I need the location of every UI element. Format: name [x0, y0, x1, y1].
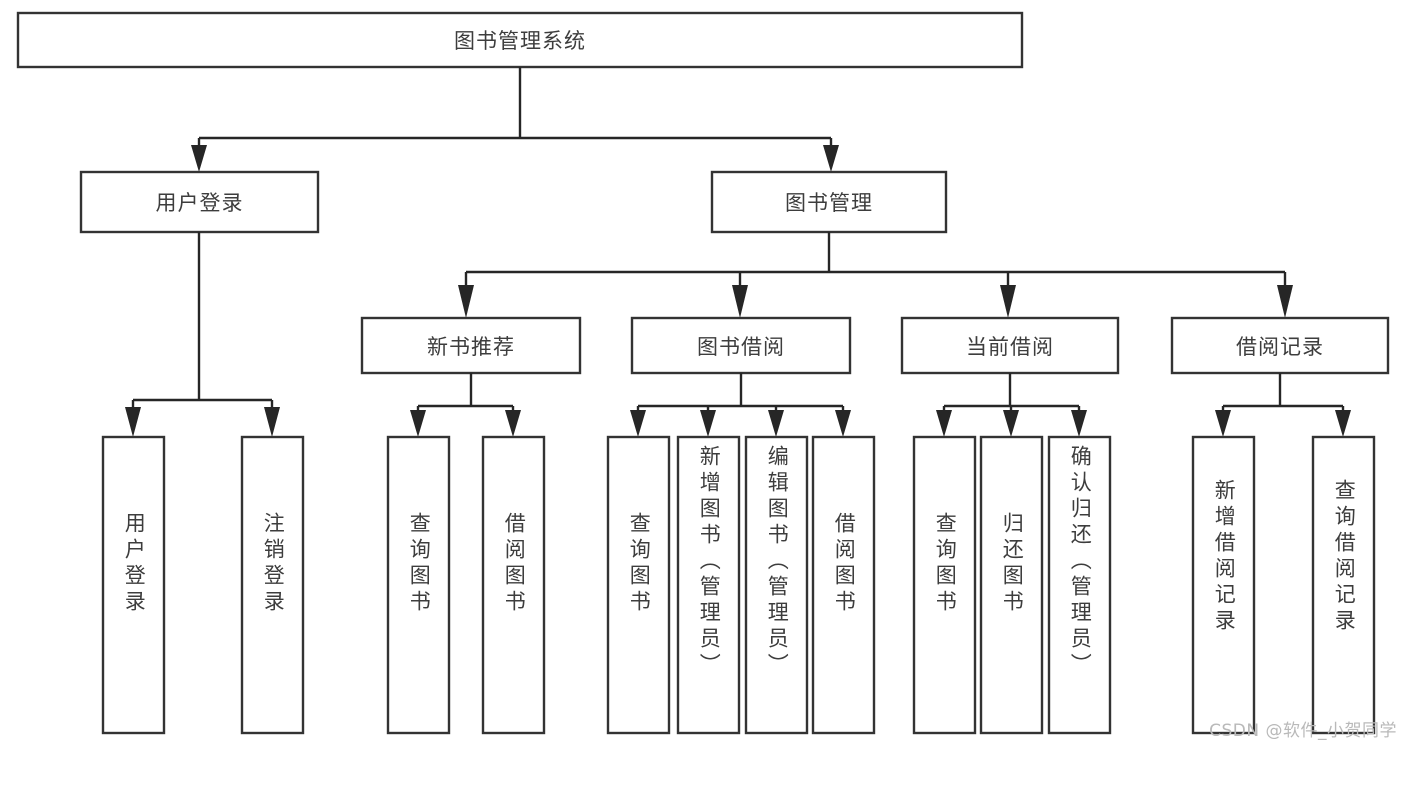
leaf-box-book-borrow-2[interactable] — [744, 435, 809, 735]
arrow-bookborrow-leaf-2 — [700, 410, 716, 437]
arrow-to-user-login — [191, 145, 207, 172]
arrow-borrowrecord-leaf-2 — [1335, 410, 1351, 437]
arrow-bookborrow-leaf-4 — [835, 410, 851, 437]
arrow-to-book-borrow — [732, 285, 748, 318]
arrow-userlogin-leaf-1 — [125, 407, 141, 437]
leaf-box-new-book-1[interactable] — [481, 435, 546, 735]
leaf-box-book-borrow-1[interactable] — [676, 435, 741, 735]
diagram-canvas: 图书管理系统 用户登录 图书管理 新书推荐 图书借阅 当前借阅 借阅记录 用户登… — [16, 11, 1397, 741]
leaf-box-borrow-record-1[interactable] — [1311, 435, 1376, 735]
node-new-book-recommend-box[interactable] — [360, 316, 582, 375]
arrow-to-book-manage — [823, 145, 839, 172]
node-current-borrow-box[interactable] — [900, 316, 1120, 375]
node-book-manage-box[interactable] — [710, 170, 948, 234]
arrow-bookborrow-leaf-1 — [630, 410, 646, 437]
arrow-to-new-book — [458, 285, 474, 318]
tree-diagram-svg — [16, 11, 1390, 735]
arrow-bookborrow-leaf-3 — [768, 410, 784, 437]
node-root-box[interactable] — [16, 11, 1024, 69]
leaf-box-user-login-0[interactable] — [101, 435, 166, 735]
arrow-currentborrow-leaf-2 — [1003, 410, 1019, 437]
arrow-currentborrow-leaf-1 — [936, 410, 952, 437]
watermark-text: CSDN @软件_小贺同学 — [1209, 721, 1397, 741]
leaf-box-current-borrow-2[interactable] — [1047, 435, 1112, 735]
arrow-to-borrow-record — [1277, 285, 1293, 318]
arrow-currentborrow-leaf-3 — [1071, 410, 1087, 437]
arrow-borrowrecord-leaf-1 — [1215, 410, 1231, 437]
leaf-box-book-borrow-0[interactable] — [606, 435, 671, 735]
leaf-box-current-borrow-0[interactable] — [912, 435, 977, 735]
arrow-newbook-leaf-1 — [410, 410, 426, 437]
leaf-box-user-login-1[interactable] — [240, 435, 305, 735]
node-book-borrow-box[interactable] — [630, 316, 852, 375]
leaf-box-current-borrow-1[interactable] — [979, 435, 1044, 735]
arrow-to-current-borrow — [1000, 285, 1016, 318]
leaf-box-new-book-0[interactable] — [386, 435, 451, 735]
arrow-userlogin-leaf-2 — [264, 407, 280, 437]
node-user-login-box[interactable] — [79, 170, 320, 234]
leaf-box-borrow-record-0[interactable] — [1191, 435, 1256, 735]
arrow-newbook-leaf-2 — [505, 410, 521, 437]
node-borrow-record-box[interactable] — [1170, 316, 1390, 375]
leaf-box-book-borrow-3[interactable] — [811, 435, 876, 735]
